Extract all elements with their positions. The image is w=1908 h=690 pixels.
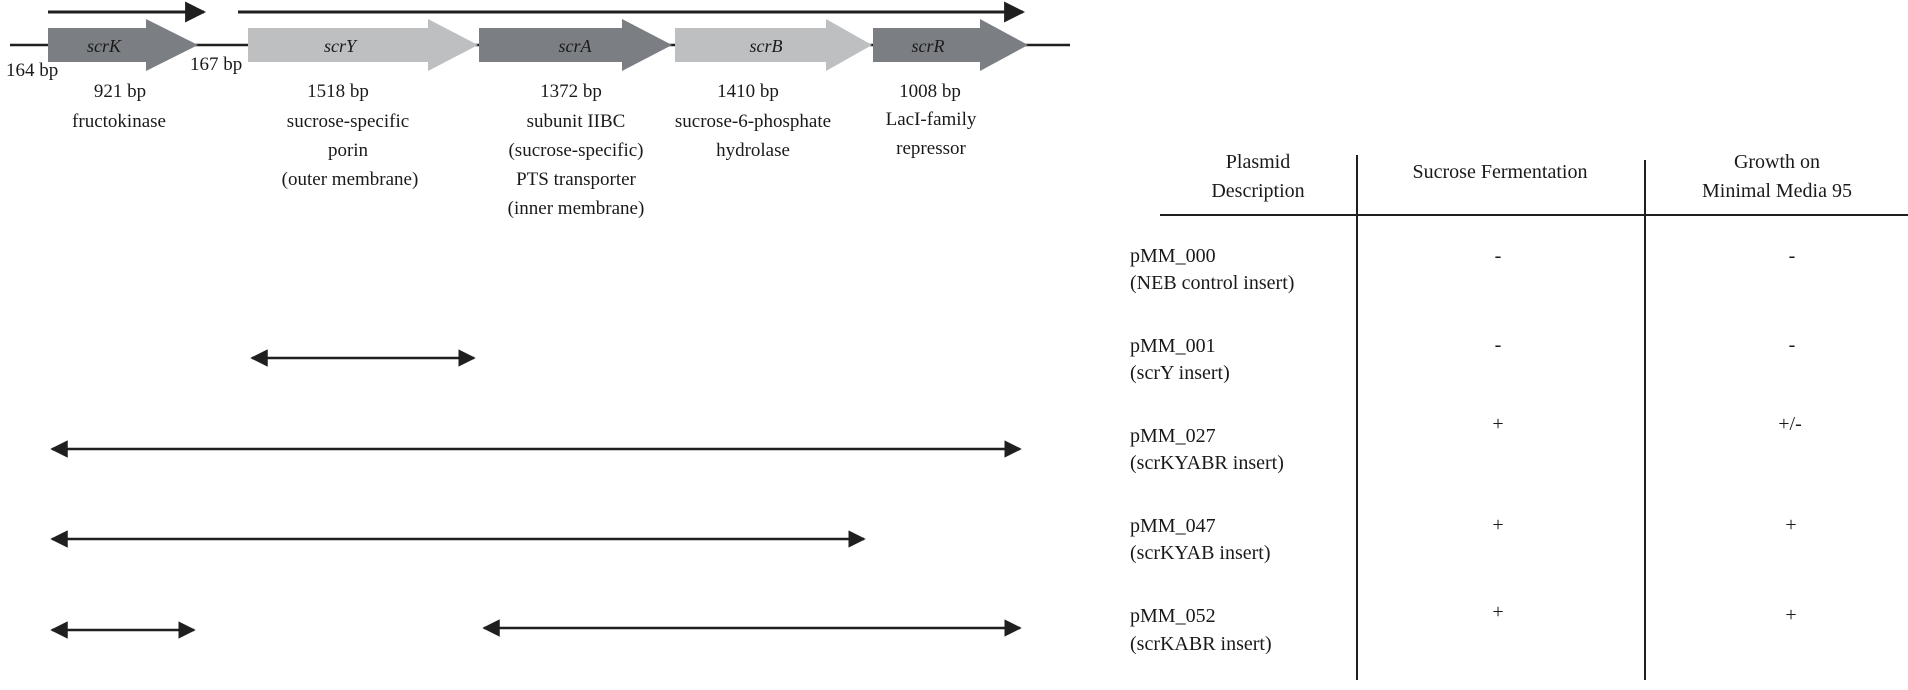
gene-desc-scra-2: (sucrose-specific) — [508, 140, 643, 161]
row-plasmid-id: pMM_047 — [1130, 515, 1216, 537]
gene-desc-scrb-1: sucrose-6-phosphate — [675, 111, 831, 132]
gene-size-scrb: 1410 bp — [717, 81, 779, 102]
table-row: pMM_000 (NEB control insert) - - — [1130, 245, 1795, 294]
row-fermentation-result: - — [1495, 245, 1502, 267]
table-row: pMM_052 (scrKABR insert) + + — [1130, 601, 1797, 655]
gene-arrow-scra — [479, 19, 672, 71]
gene-size-scrk: 921 bp — [94, 81, 146, 102]
row-insert-desc: (scrY insert) — [1130, 362, 1230, 384]
gene-arrow-scrb — [675, 19, 872, 71]
row-insert-desc: (scrKYAB insert) — [1130, 542, 1271, 564]
gene-desc-scrk-1: fructokinase — [72, 111, 166, 132]
intergenic-label-right: 167 bp — [190, 54, 242, 75]
intergenic-label-left: 164 bp — [6, 60, 58, 81]
row-fermentation-result: + — [1492, 413, 1503, 435]
gene-label-scrk: scrK — [87, 36, 122, 56]
gene-desc-scra-1: subunit IIBC — [527, 111, 626, 132]
header-growth-line1: Growth on — [1734, 151, 1820, 173]
gene-desc-scrb-2: hydrolase — [716, 140, 790, 161]
gene-desc-scra-4: (inner membrane) — [508, 198, 645, 219]
table-row: pMM_027 (scrKYABR insert) + +/- — [1130, 413, 1802, 474]
gene-desc-scrr-2: repressor — [896, 138, 966, 159]
row-growth-result: + — [1785, 514, 1796, 536]
row-growth-result: - — [1789, 245, 1796, 267]
gene-label-scrr: scrR — [912, 36, 945, 56]
gene-arrow-scry — [248, 19, 478, 71]
row-insert-desc: (NEB control insert) — [1130, 272, 1294, 294]
header-plasmid-line2: Description — [1211, 180, 1304, 202]
gene-label-scry: scrY — [324, 36, 358, 56]
row-plasmid-id: pMM_052 — [1130, 605, 1216, 627]
row-plasmid-id: pMM_001 — [1130, 335, 1216, 357]
header-plasmid-line1: Plasmid — [1226, 151, 1290, 173]
gene-size-scra: 1372 bp — [540, 81, 602, 102]
row-plasmid-id: pMM_000 — [1130, 245, 1216, 267]
header-growth-line2: Minimal Media 95 — [1702, 180, 1852, 202]
gene-desc-scry-3: (outer membrane) — [282, 169, 419, 190]
gene-desc-scra-3: PTS transporter — [516, 169, 636, 190]
gene-desc-scry-2: porin — [328, 140, 369, 161]
row-growth-result: + — [1785, 604, 1796, 626]
table-row: pMM_047 (scrKYAB insert) + + — [1130, 514, 1797, 564]
table-row: pMM_001 (scrY insert) - - — [1130, 334, 1795, 384]
gene-arrow-scrk — [48, 19, 198, 71]
gene-label-scrb: scrB — [750, 36, 783, 56]
row-growth-result: +/- — [1778, 413, 1802, 435]
row-fermentation-result: - — [1495, 334, 1502, 356]
header-fermentation: Sucrose Fermentation — [1413, 161, 1588, 183]
gene-desc-scry-1: sucrose-specific — [287, 111, 409, 132]
gene-desc-scrr-1: LacI-family — [886, 109, 977, 130]
row-insert-desc: (scrKABR insert) — [1130, 633, 1272, 655]
gene-arrow-scrr — [873, 19, 1028, 71]
row-fermentation-result: + — [1492, 514, 1503, 536]
gene-size-scry: 1518 bp — [307, 81, 369, 102]
row-plasmid-id: pMM_027 — [1130, 425, 1216, 447]
gene-label-scra: scrA — [559, 36, 593, 56]
row-fermentation-result: + — [1492, 601, 1503, 623]
row-insert-desc: (scrKYABR insert) — [1130, 452, 1284, 474]
gene-size-scrr: 1008 bp — [899, 81, 961, 102]
row-growth-result: - — [1789, 334, 1796, 356]
